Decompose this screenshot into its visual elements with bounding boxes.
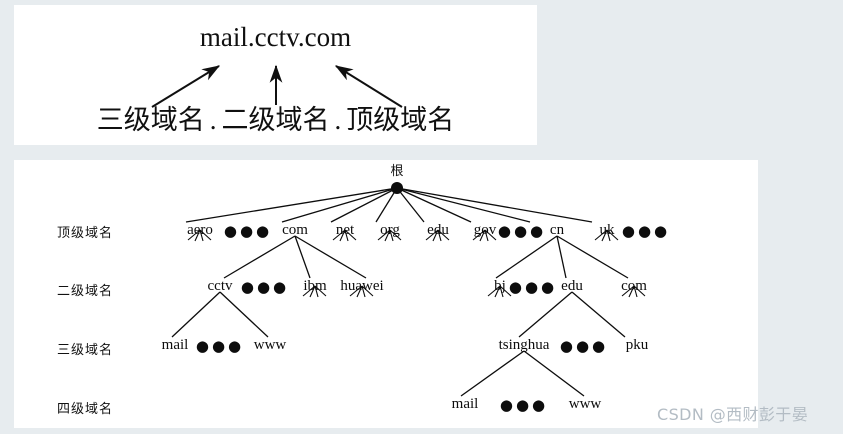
tree-node-edu-cn: edu	[561, 278, 583, 294]
dns-hierarchy-figure: 根 顶级域名 二级域名 三级域名 四级域名 aero ●●● com net o…	[14, 160, 758, 428]
root-node-label: 根	[390, 164, 404, 179]
row-label-top-level-domain: 顶级域名	[57, 226, 114, 241]
tree-node-edu: edu	[427, 222, 449, 238]
tree-node-aero: aero	[187, 222, 213, 238]
tree-node-net: net	[335, 222, 355, 238]
row-label-fourth-level-domain: 四级域名	[57, 402, 114, 417]
domain-parts-figure: mail.cctv.com 三级域名.二级域名.顶级域名	[14, 5, 537, 145]
arrow-third-level	[151, 65, 221, 108]
tree-ellipsis-tld-1: ●●●	[223, 222, 273, 240]
tree-node-www-cctv: www	[253, 337, 287, 353]
arrow-top-level	[334, 65, 403, 108]
tree-ellipsis-sld-2: ●●●	[508, 278, 558, 296]
tree-node-tsinghua: tsinghua	[498, 337, 550, 353]
top-level-label: 顶级域名	[346, 105, 455, 136]
row-label-third-level-domain: 三级域名	[57, 343, 114, 358]
dot-separator-2: .	[334, 105, 342, 135]
tree-node-ibm: ibm	[303, 278, 327, 294]
tree-node-huawei: huawei	[340, 278, 384, 294]
third-level-label: 三级域名	[96, 105, 205, 136]
dot-separator-1: .	[209, 105, 217, 135]
tree-node-pku: pku	[625, 337, 649, 353]
tree-node-mail-tsinghua: mail	[451, 396, 479, 412]
tree-node-cctv: cctv	[207, 278, 233, 294]
tree-ellipsis-third-2: ●●●	[559, 337, 609, 355]
tree-ellipsis-fourth-1: ●●●	[499, 396, 549, 414]
domain-parts-label: 三级域名.二级域名.顶级域名	[14, 98, 537, 137]
fqdn-label: mail.cctv.com	[199, 22, 352, 52]
tree-ellipsis-third-1: ●●●	[195, 337, 245, 355]
row-label-second-level-domain: 二级域名	[57, 284, 114, 299]
tree-node-mail-cctv: mail	[161, 337, 189, 353]
tree-edges	[171, 182, 646, 397]
tree-node-gov: gov	[473, 222, 497, 238]
tree-node-cn: cn	[549, 222, 565, 238]
second-level-label: 二级域名	[221, 105, 330, 136]
tree-ellipsis-sld-1: ●●●	[240, 278, 290, 296]
root-node-dot	[391, 182, 403, 194]
tree-ellipsis-tld-2: ●●●	[497, 222, 547, 240]
tree-node-org: org	[380, 222, 400, 238]
tree-node-bj: bj	[494, 278, 506, 294]
tree-node-www-tsinghua: www	[568, 396, 602, 412]
tree-ellipsis-tld-3: ●●●	[621, 222, 671, 240]
annotation-arrows	[151, 64, 403, 108]
tree-node-com-cn: com	[621, 278, 647, 294]
tree-node-uk: uk	[599, 222, 615, 238]
tree-node-com: com	[282, 222, 308, 238]
csdn-watermark: CSDN @西财彭于晏	[657, 405, 809, 424]
